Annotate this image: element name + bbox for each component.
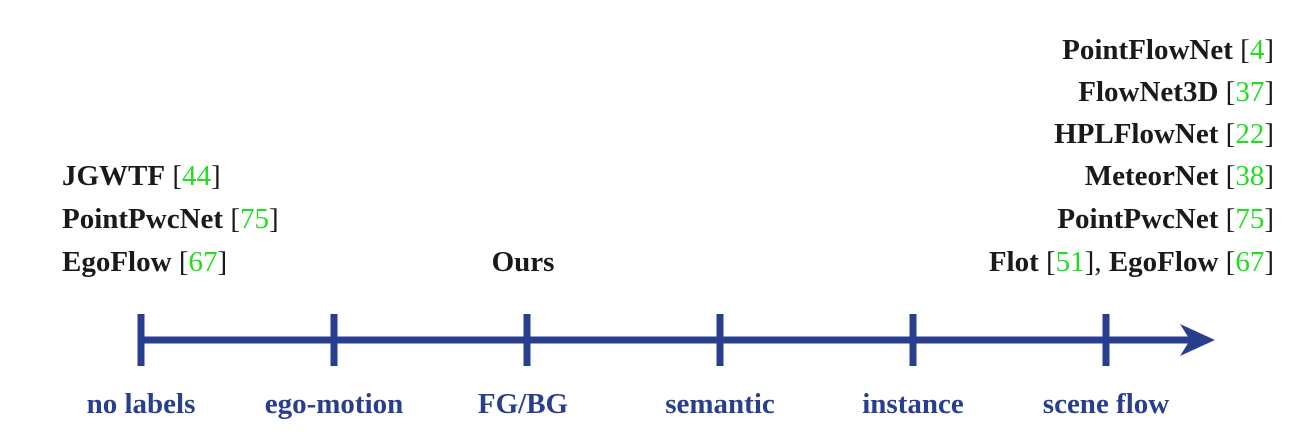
method-name: PointFlowNet bbox=[1062, 34, 1233, 66]
citation-link[interactable]: 67 bbox=[1235, 246, 1265, 278]
ours-label: Ours bbox=[491, 246, 555, 278]
method-name: Flot bbox=[988, 246, 1039, 278]
method-name: PointPwcNet bbox=[62, 203, 224, 235]
method-name: PointPwcNet bbox=[1057, 203, 1219, 235]
citation-link[interactable]: 37 bbox=[1235, 76, 1265, 108]
citation-link[interactable]: 22 bbox=[1235, 118, 1265, 150]
method-name: JGWTF bbox=[62, 160, 166, 192]
method-meteornet: MeteorNet [38] bbox=[1084, 160, 1274, 192]
method-name: HPLFlowNet bbox=[1054, 118, 1219, 150]
citation-link[interactable]: 44 bbox=[182, 160, 212, 192]
method-name: MeteorNet bbox=[1084, 160, 1219, 192]
method-flownet3d: FlowNet3D [37] bbox=[1078, 76, 1274, 108]
method-name: EgoFlow bbox=[62, 246, 172, 278]
axis-label-scene-flow: scene flow bbox=[1042, 388, 1170, 420]
axis-label-semantic: semantic bbox=[665, 388, 775, 420]
method-name: FlowNet3D bbox=[1078, 76, 1219, 108]
method-pointpwcnet-left: PointPwcNet [75] bbox=[62, 203, 279, 235]
method-flot-egoflow: Flot [51], EgoFlow [67] bbox=[988, 246, 1274, 278]
citation-link[interactable]: 38 bbox=[1235, 160, 1265, 192]
method-jgwtf: JGWTF [44] bbox=[62, 160, 221, 192]
method-hplflownet: HPLFlowNet [22] bbox=[1054, 118, 1274, 150]
citation-link[interactable]: 75 bbox=[239, 203, 269, 235]
axis-label-no-labels: no labels bbox=[86, 388, 196, 420]
axis-label-instance: instance bbox=[862, 388, 964, 420]
axis-arrowhead bbox=[1180, 324, 1215, 356]
citation-link[interactable]: 67 bbox=[188, 246, 218, 278]
citation-link[interactable]: 51 bbox=[1055, 246, 1085, 278]
citation-link[interactable]: 75 bbox=[1235, 203, 1265, 235]
method-name: EgoFlow bbox=[1108, 246, 1219, 278]
method-pointflownet: PointFlowNet [4] bbox=[1062, 34, 1274, 66]
axis-label-ego-motion: ego-motion bbox=[264, 388, 404, 420]
method-pointpwcnet-right: PointPwcNet [75] bbox=[1057, 203, 1274, 235]
citation-link[interactable]: 4 bbox=[1249, 34, 1265, 66]
method-egoflow-left: EgoFlow [67] bbox=[62, 246, 228, 278]
axis-label-fg-bg: FG/BG bbox=[477, 388, 569, 420]
